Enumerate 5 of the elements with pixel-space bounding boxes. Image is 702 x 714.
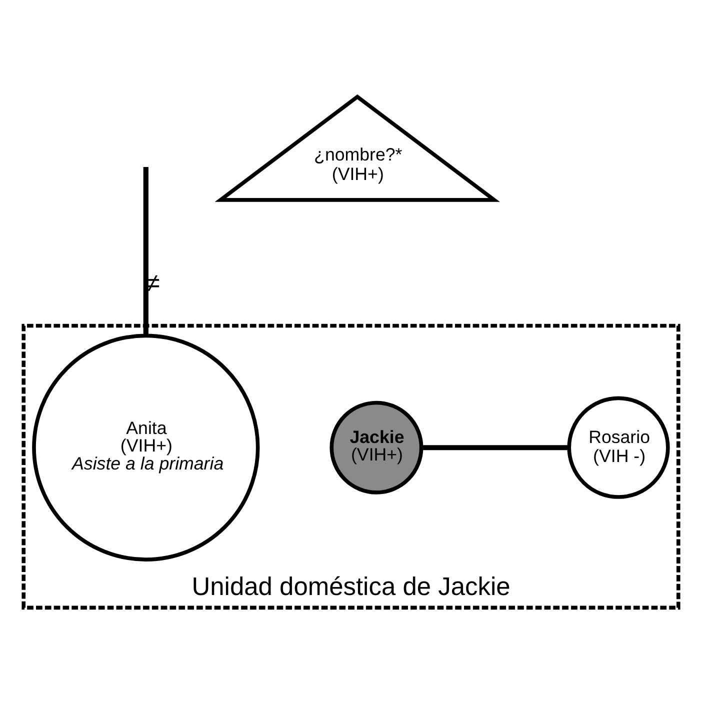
node-circle: Anita (VIH+) Asiste a la primaria — [32, 333, 260, 561]
connector — [143, 166, 148, 336]
connector — [422, 444, 569, 450]
node-circle: Jackie (VIH+) — [330, 400, 424, 494]
node-circle: Rosario (VIH -) — [567, 396, 670, 498]
